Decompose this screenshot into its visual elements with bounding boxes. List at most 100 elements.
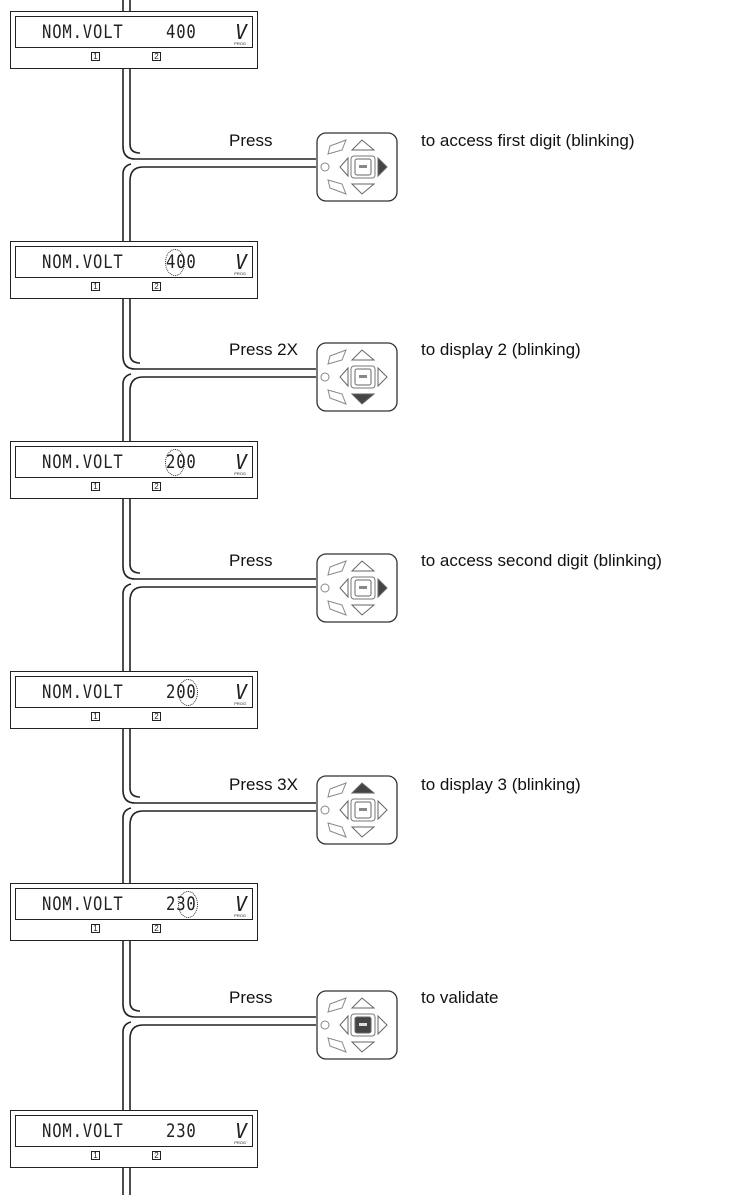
prog-indicator: PROG — [234, 271, 246, 276]
enter-key-glyph — [359, 808, 367, 811]
indicator-2: 2 — [152, 482, 161, 491]
connector-top — [122, 0, 131, 11]
lcd-display-6: NOM.VOLT 230 V PROG 1 2 — [10, 1110, 258, 1168]
keypad-right-icon — [316, 132, 398, 202]
flow-branch-out — [122, 941, 316, 1018]
aux-key — [327, 997, 347, 1013]
aux-key — [327, 349, 347, 365]
left-arrow-key — [339, 577, 349, 599]
lcd-label: NOM.VOLT — [42, 451, 124, 473]
step-4-press-label: Press 3X — [229, 775, 298, 794]
indicator-2: 2 — [152, 52, 161, 61]
up-arrow-key — [350, 349, 376, 361]
enter-key-glyph — [359, 165, 367, 168]
lcd-frame: NOM.VOLT 200 V PROG — [15, 676, 253, 708]
lcd-value: 230 — [166, 1120, 197, 1142]
down-arrow-key — [350, 604, 376, 616]
flow-branch-out — [122, 729, 316, 804]
lcd-frame: NOM.VOLT 400 V PROG — [15, 246, 253, 278]
prog-indicator: PROG — [234, 1140, 246, 1145]
prog-indicator: PROG — [234, 701, 246, 706]
step-5-press-label: Press — [229, 988, 273, 1007]
flow-branch-join — [122, 1021, 132, 1033]
aux-key — [327, 389, 347, 405]
indicator-1: 1 — [91, 924, 100, 933]
down-arrow-key — [350, 183, 376, 195]
lcd-display-3: NOM.VOLT 200 V PROG 1 2 — [10, 441, 258, 499]
escape-key — [320, 1020, 330, 1030]
down-arrow-key — [350, 393, 376, 405]
connector-bottom — [122, 1168, 131, 1195]
indicator-2: 2 — [152, 712, 161, 721]
escape-key — [320, 162, 330, 172]
indicator-1: 1 — [91, 52, 100, 61]
up-arrow-key — [350, 139, 376, 151]
left-arrow-key — [339, 799, 349, 821]
enter-key-glyph — [359, 586, 367, 589]
flow-branch-out — [122, 499, 316, 580]
flow-branch-return — [129, 586, 316, 671]
prog-indicator: PROG — [234, 41, 246, 46]
lcd-unit: V — [235, 1119, 248, 1143]
lcd-display-1: NOM.VOLT 400 V PROG 1 2 — [10, 11, 258, 69]
lcd-display-5: NOM.VOLT 230 V PROG 1 2 — [10, 883, 258, 941]
right-arrow-key — [377, 1014, 388, 1036]
aux-key — [327, 782, 347, 798]
indicator-1: 1 — [91, 482, 100, 491]
down-arrow-key — [350, 826, 376, 838]
enter-key-glyph — [359, 1023, 367, 1026]
lcd-value: 400 — [166, 21, 197, 43]
up-arrow-key — [350, 997, 376, 1009]
right-arrow-key — [377, 156, 388, 178]
lcd-unit: V — [235, 892, 248, 916]
lcd-unit: V — [235, 20, 248, 44]
prog-indicator: PROG — [234, 471, 246, 476]
prog-indicator: PROG — [234, 913, 246, 918]
right-arrow-key — [377, 577, 388, 599]
flow-branch-inner — [129, 299, 141, 364]
flow-branch-inner — [129, 941, 141, 1012]
enter-key-glyph — [359, 375, 367, 378]
blinking-digit-marker — [178, 891, 198, 918]
aux-key — [327, 1037, 347, 1053]
lcd-label: NOM.VOLT — [42, 893, 124, 915]
aux-key — [327, 822, 347, 838]
step-2-action-text: to display 2 (blinking) — [421, 340, 581, 359]
lcd-unit: V — [235, 680, 248, 704]
keypad-up-icon — [316, 775, 398, 845]
lcd-label: NOM.VOLT — [42, 1120, 124, 1142]
indicator-2: 2 — [152, 282, 161, 291]
escape-key — [320, 583, 330, 593]
flow-branch-join — [122, 807, 132, 819]
step-1-press-label: Press — [229, 131, 273, 150]
keypad-right-icon — [316, 553, 398, 623]
right-arrow-key — [377, 366, 388, 388]
lcd-unit: V — [235, 250, 248, 274]
step-2-press-label: Press 2X — [229, 340, 298, 359]
flow-branch-out — [122, 299, 316, 370]
step-4-action-text: to display 3 (blinking) — [421, 775, 581, 794]
step-5-action-text: to validate — [421, 988, 499, 1007]
lcd-label: NOM.VOLT — [42, 21, 124, 43]
flow-branch-return — [129, 1024, 316, 1110]
indicator-2: 2 — [152, 1151, 161, 1160]
flow-branch-join — [122, 373, 132, 385]
blinking-digit-marker — [165, 249, 185, 276]
escape-key — [320, 805, 330, 815]
flow-branch-join — [122, 163, 132, 175]
step-3-press-label: Press — [229, 551, 273, 570]
left-arrow-key — [339, 156, 349, 178]
lcd-display-4: NOM.VOLT 200 V PROG 1 2 — [10, 671, 258, 729]
indicator-1: 1 — [91, 282, 100, 291]
step-1-action-text: to access first digit (blinking) — [421, 131, 635, 150]
lcd-display-2: NOM.VOLT 400 V PROG 1 2 — [10, 241, 258, 299]
flow-branch-out — [122, 69, 316, 160]
keypad-down-icon — [316, 342, 398, 412]
blinking-digit-marker — [165, 449, 185, 476]
left-arrow-key — [339, 1014, 349, 1036]
step-3-action-text: to access second digit (blinking) — [421, 551, 662, 570]
aux-key — [327, 600, 347, 616]
indicator-1: 1 — [91, 1151, 100, 1160]
indicator-2: 2 — [152, 924, 161, 933]
